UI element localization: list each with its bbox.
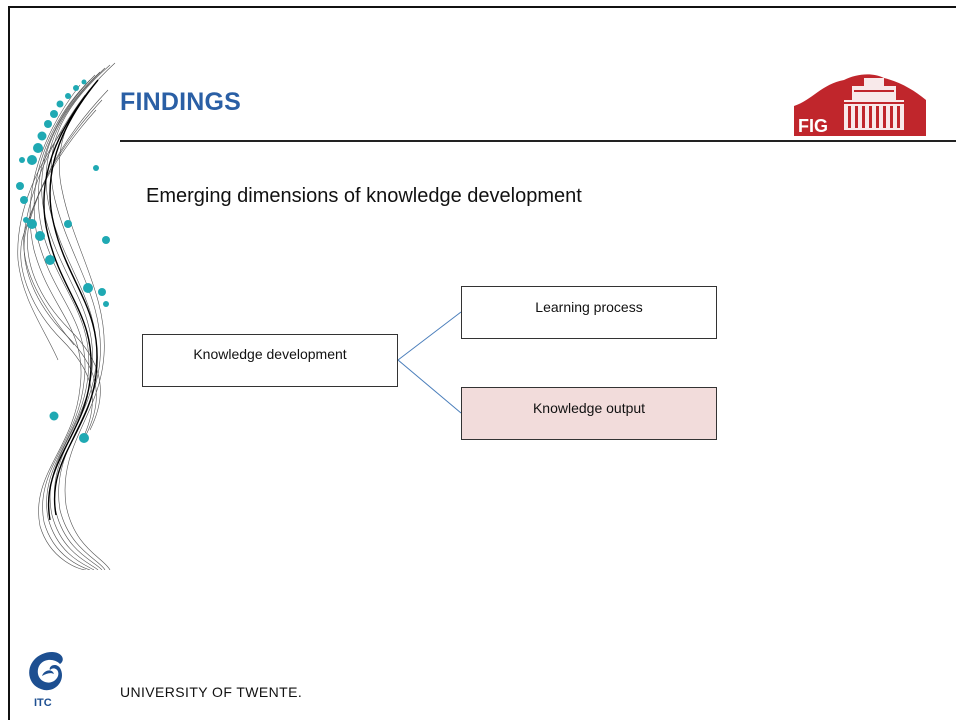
fig-logo-text: FIG [798, 116, 828, 136]
slide-border-left [8, 6, 10, 720]
slide-title: FINDINGS [120, 88, 242, 116]
connector-line [397, 311, 462, 361]
decorative-lines-graphic [16, 62, 116, 570]
itc-logo-text: ITC [34, 697, 52, 709]
slide-subtitle: Emerging dimensions of knowledge develop… [146, 185, 582, 207]
fig-logo: FIG [794, 74, 926, 136]
title-divider [120, 140, 956, 142]
diagram-node-root: Knowledge development [142, 334, 398, 387]
slide-border-top [8, 6, 956, 8]
diagram-node-knowledge-output: Knowledge output [461, 387, 717, 440]
connector-line [397, 359, 462, 414]
itc-logo: ITC [29, 652, 63, 709]
footer-university-name: UNIVERSITY OF TWENTE. [120, 684, 303, 700]
diagram-node-learning-process: Learning process [461, 286, 717, 339]
